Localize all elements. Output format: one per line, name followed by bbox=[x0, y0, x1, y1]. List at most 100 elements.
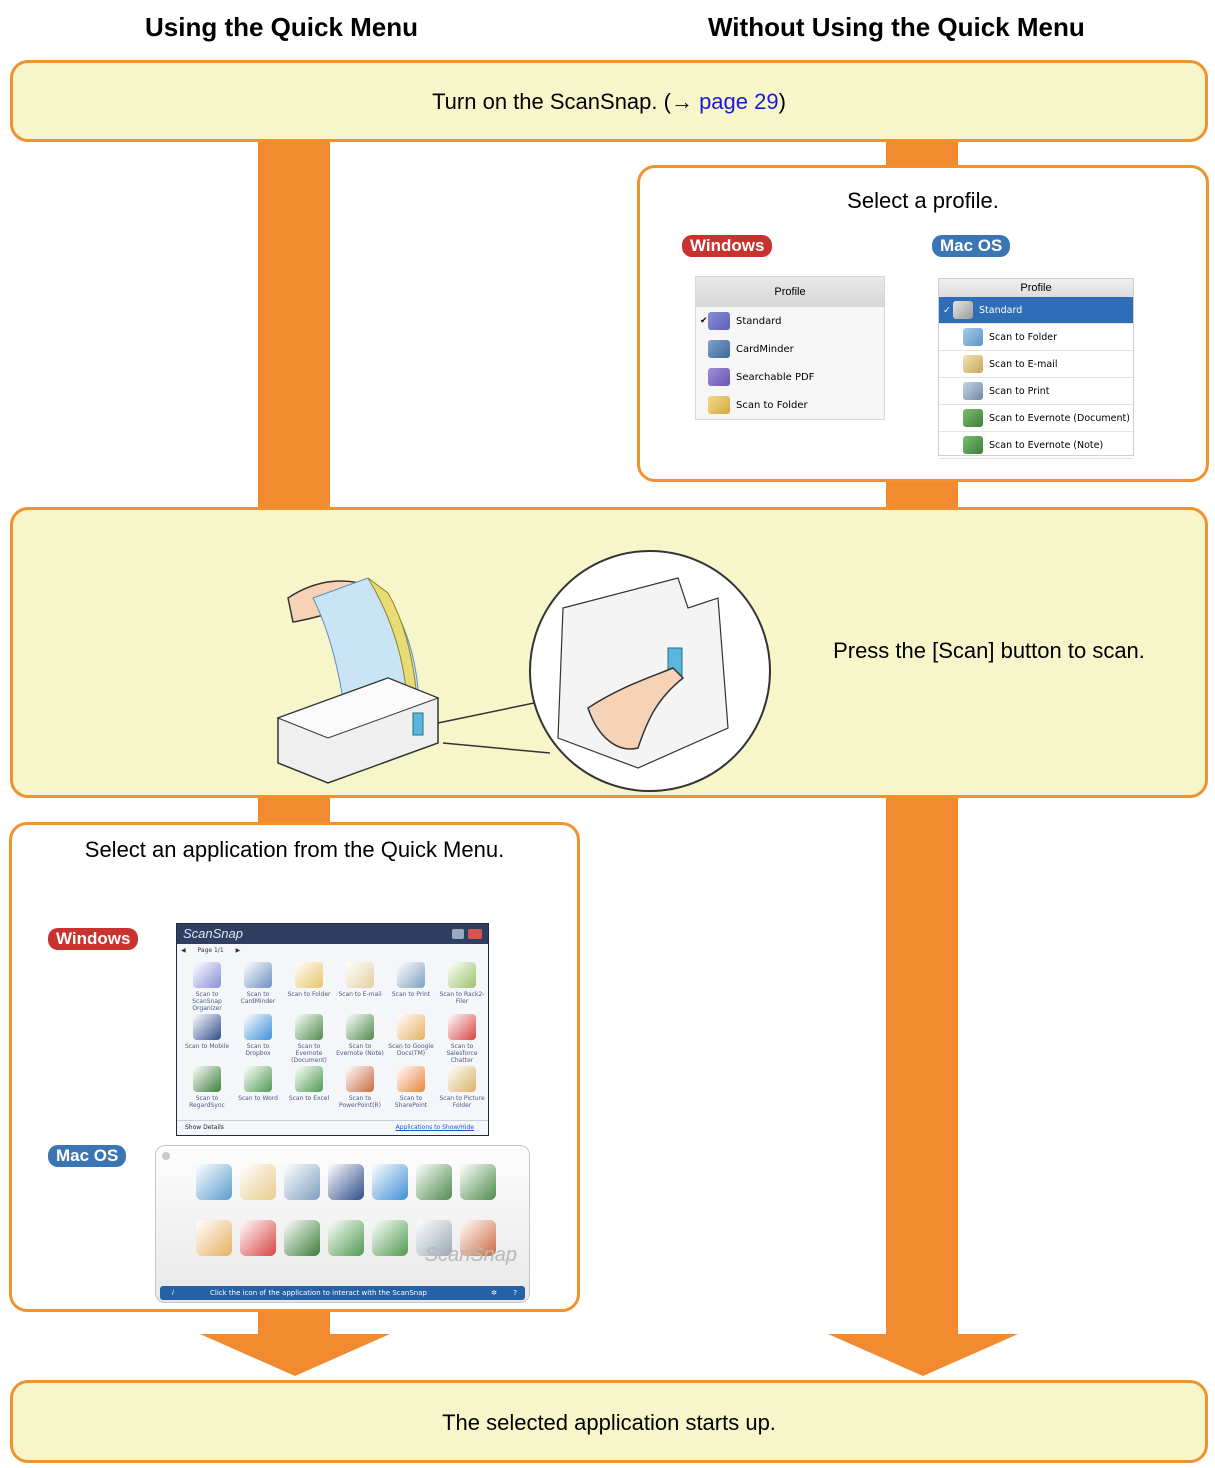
turn-on-label: Turn on the ScanSnap. (→ bbox=[432, 89, 700, 114]
page-29-link[interactable]: page 29 bbox=[699, 89, 779, 114]
quick-menu-app-item[interactable]: Scan to Evernote (Document) bbox=[285, 1014, 333, 1064]
cardminder-icon bbox=[708, 340, 730, 358]
quick-menu-app-item[interactable]: Scan to E-mail bbox=[336, 962, 384, 998]
right-arrow-shaft-2 bbox=[886, 796, 958, 1336]
mac-app-icon[interactable] bbox=[284, 1220, 320, 1256]
standard-profile-icon bbox=[953, 301, 973, 319]
app-label: Scan to Dropbox bbox=[245, 1043, 271, 1057]
quick-menu-app-item[interactable]: Scan to ScanSnap Organizer bbox=[183, 962, 231, 1012]
quick-menu-app-item[interactable]: Scan to SharePoint bbox=[387, 1066, 435, 1109]
windows-profile-item[interactable]: ✔ Standard bbox=[696, 307, 884, 335]
app-label: Scan to Print bbox=[391, 991, 431, 998]
heading-using-quick-menu: Using the Quick Menu bbox=[145, 12, 419, 42]
next-page-icon[interactable]: ▶ bbox=[235, 947, 241, 954]
show-details-toggle[interactable]: Show Details bbox=[185, 1124, 224, 1131]
mac-app-icon[interactable] bbox=[460, 1220, 496, 1256]
mac-profile-item[interactable]: Scan to Print bbox=[939, 378, 1133, 405]
quick-menu-titlebar: ScanSnap bbox=[177, 924, 488, 944]
quick-menu-app-item[interactable]: Scan to PowerPoint(R) bbox=[336, 1066, 384, 1109]
mac-app-icon[interactable] bbox=[416, 1220, 452, 1256]
minimize-icon[interactable] bbox=[452, 929, 464, 939]
mac-profile-item[interactable]: Scan to Evernote (Note) bbox=[939, 432, 1133, 459]
mac-profile-item[interactable]: Scan to Folder bbox=[939, 324, 1133, 351]
mac-quick-menu: ScanSnap i Click the icon of the applica… bbox=[155, 1145, 530, 1303]
app-icon bbox=[193, 1014, 221, 1040]
quick-menu-app-item[interactable]: Scan to CardMinder bbox=[234, 962, 282, 1005]
quick-menu-app-item[interactable]: Scan to Excel bbox=[285, 1066, 333, 1102]
quick-menu-app-item[interactable]: Scan to Folder bbox=[285, 962, 333, 998]
step-turn-on-box: Turn on the ScanSnap. (→ page 29) bbox=[10, 60, 1208, 142]
info-icon[interactable]: i bbox=[172, 1289, 174, 1297]
application-starts-box: The selected application starts up. bbox=[10, 1380, 1208, 1463]
mac-profile-panel: Profile ✓ Standard Scan to Folder Scan t… bbox=[938, 278, 1134, 459]
mac-app-icon[interactable] bbox=[372, 1164, 408, 1200]
app-label: Scan to Evernote (Note) bbox=[336, 1043, 384, 1057]
select-application-box: Select an application from the Quick Men… bbox=[9, 822, 580, 1312]
mac-app-icon[interactable] bbox=[328, 1220, 364, 1256]
quick-menu-app-item[interactable]: Scan to Picture Folder bbox=[438, 1066, 486, 1109]
app-label: Scan to Evernote (Document) bbox=[291, 1043, 327, 1064]
mac-app-icon[interactable] bbox=[240, 1164, 276, 1200]
mac-app-icon[interactable] bbox=[372, 1220, 408, 1256]
mac-app-icon[interactable] bbox=[328, 1164, 364, 1200]
left-arrow-shaft-2 bbox=[258, 796, 330, 826]
mac-profile-label: Standard bbox=[979, 304, 1023, 316]
mac-app-icon[interactable] bbox=[416, 1164, 452, 1200]
windows-quick-menu: ScanSnap ◀ Page 1/1 ▶ Scan to ScanSnap O… bbox=[176, 923, 489, 1136]
quick-menu-app-item[interactable]: Scan to Google Docs(TM) bbox=[387, 1014, 435, 1057]
mac-app-icon[interactable] bbox=[284, 1164, 320, 1200]
prev-page-icon[interactable]: ◀ bbox=[181, 947, 186, 954]
mac-profile-item[interactable]: Scan to E-mail bbox=[939, 351, 1133, 378]
quick-menu-app-item[interactable]: Scan to Print bbox=[387, 962, 435, 998]
app-label: Scan to PowerPoint(R) bbox=[339, 1095, 381, 1109]
evernote-icon bbox=[963, 409, 983, 427]
quick-menu-app-item[interactable]: Scan to Rack2-Filer bbox=[438, 962, 486, 1005]
windows-profile-label: Searchable PDF bbox=[736, 371, 815, 383]
quick-menu-app-item[interactable]: Scan to RegardSync bbox=[183, 1066, 231, 1109]
quick-menu-app-item[interactable]: Scan to Evernote (Note) bbox=[336, 1014, 384, 1057]
app-label: Scan to Rack2-Filer bbox=[439, 991, 485, 1005]
app-icon bbox=[397, 1066, 425, 1092]
app-icon bbox=[397, 962, 425, 988]
windows-profile-item[interactable]: Scan to Folder bbox=[696, 391, 884, 419]
check-icon: ✓ bbox=[943, 304, 951, 316]
quick-menu-app-item[interactable]: Scan to Dropbox bbox=[234, 1014, 282, 1057]
quick-menu-app-item[interactable]: Scan to Word bbox=[234, 1066, 282, 1102]
windows-profile-item[interactable]: CardMinder bbox=[696, 335, 884, 363]
app-icon bbox=[346, 1066, 374, 1092]
app-icon bbox=[295, 962, 323, 988]
select-profile-box: Select a profile. Windows Mac OS Profile… bbox=[637, 165, 1209, 482]
right-arrowhead bbox=[828, 1334, 1018, 1376]
app-label: Scan to Folder bbox=[287, 991, 331, 998]
mac-profile-label: Scan to E-mail bbox=[989, 358, 1058, 370]
mac-profile-item[interactable]: ✓ Standard bbox=[939, 297, 1133, 324]
mac-app-icon[interactable] bbox=[196, 1164, 232, 1200]
app-icon bbox=[295, 1014, 323, 1040]
mac-status-bar: i Click the icon of the application to i… bbox=[160, 1286, 525, 1300]
close-icon[interactable] bbox=[162, 1152, 170, 1160]
app-icon bbox=[244, 962, 272, 988]
press-scan-text: Press the [Scan] button to scan. bbox=[833, 638, 1145, 663]
quick-menu-app-item[interactable]: Scan to Mobile bbox=[183, 1014, 231, 1050]
help-icon[interactable]: ? bbox=[513, 1289, 517, 1297]
windows-badge-quickmenu: Windows bbox=[48, 928, 139, 950]
mac-app-icon[interactable] bbox=[196, 1220, 232, 1256]
app-label: Scan to Mobile bbox=[184, 1043, 230, 1050]
select-application-title: Select an application from the Quick Men… bbox=[84, 837, 505, 862]
mac-profile-label: Scan to Folder bbox=[989, 331, 1058, 343]
mac-profile-item[interactable]: Scan to Evernote (Document) bbox=[939, 405, 1133, 432]
windows-profile-label: Scan to Folder bbox=[736, 399, 808, 411]
quick-menu-app-item[interactable]: Scan to Salesforce Chatter bbox=[438, 1014, 486, 1064]
mac-app-icon[interactable] bbox=[460, 1164, 496, 1200]
app-label: Scan to Excel bbox=[288, 1095, 330, 1102]
mac-profile-label: Scan to Evernote (Document) bbox=[989, 412, 1130, 424]
app-icon bbox=[193, 962, 221, 988]
app-icon bbox=[244, 1014, 272, 1040]
mac-app-icon[interactable] bbox=[240, 1220, 276, 1256]
applications-show-hide-link[interactable]: Applications to Show/Hide bbox=[395, 1124, 474, 1131]
windows-profile-item[interactable]: Searchable PDF bbox=[696, 363, 884, 391]
app-icon bbox=[448, 1066, 476, 1092]
close-icon[interactable] bbox=[468, 929, 482, 939]
gear-icon[interactable]: ✲ bbox=[491, 1289, 497, 1297]
